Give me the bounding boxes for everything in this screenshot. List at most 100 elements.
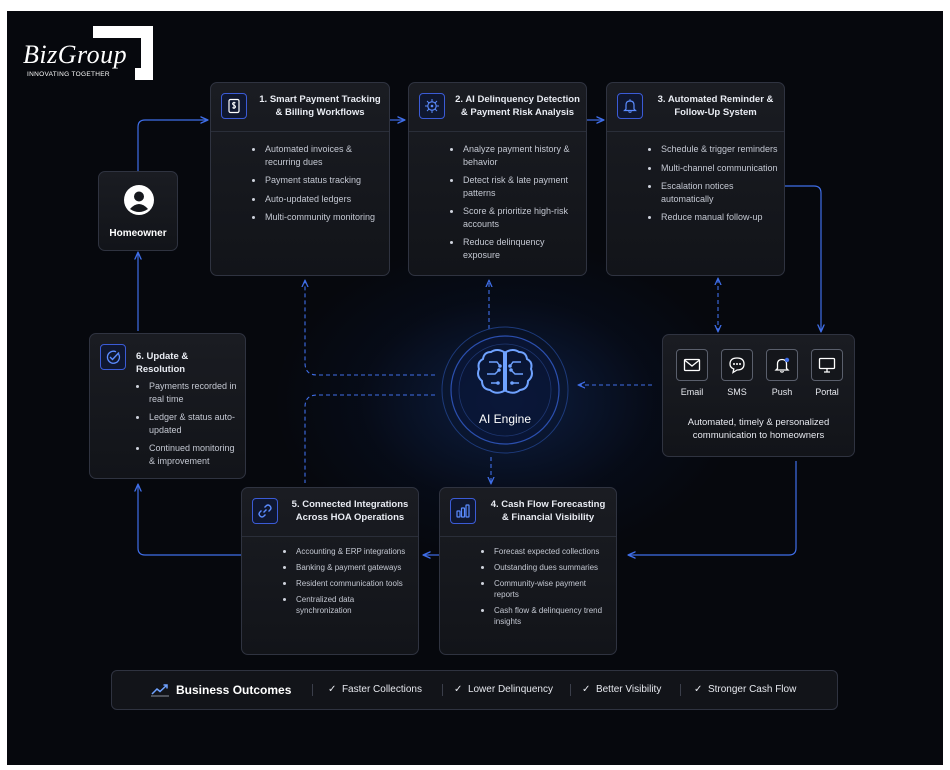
list-item: Automated invoices & recurring dues: [252, 143, 383, 168]
list-item: Reduce delinquency exposure: [450, 236, 580, 261]
step-2-icon-frame: [419, 93, 445, 119]
ai-engine-label: AI Engine: [478, 412, 532, 426]
brain-icon: [477, 349, 533, 394]
step-5-icon-frame: [252, 498, 278, 524]
arrow-step3-to-channels: [785, 185, 821, 331]
list-item: Multi-community monitoring: [252, 211, 383, 224]
step-6-title: 6. Update & Resolution: [136, 351, 189, 375]
channel-push-frame: [766, 349, 798, 381]
step-1-title: 1. Smart Payment Tracking & Billing Work…: [259, 94, 381, 118]
user-avatar-icon: [124, 185, 154, 215]
trend-up-icon: [151, 684, 169, 697]
list-item: Escalation notices automatically: [648, 180, 778, 205]
channel-sms-frame: [721, 349, 753, 381]
channel-push-label: Push: [771, 387, 793, 397]
channel-sms-label: SMS: [727, 387, 747, 397]
outcome-label: Lower Delinquency: [467, 684, 553, 695]
step-1-card: 1. Smart Payment Tracking & Billing Work…: [210, 82, 390, 276]
step-5-title: 5. Connected Integrations Across HOA Ope…: [291, 499, 409, 523]
diagram-canvas: BizGroup INNOVATING TOGETHER Homeowner 1…: [7, 11, 943, 765]
outcome-label: Faster Collections: [341, 684, 422, 695]
logo-frame: [93, 26, 153, 80]
list-item: Payment status tracking: [252, 174, 383, 187]
channels-caption: Automated, timely & personalized communi…: [687, 417, 830, 441]
list-item: Detect risk & late payment patterns: [450, 174, 580, 199]
step-4-bullets: Forecast expected collections Outstandin…: [481, 546, 610, 632]
list-item: Schedule & trigger reminders: [648, 144, 778, 154]
step-4-title: 4. Cash Flow Forecasting & Financial Vis…: [490, 499, 606, 523]
dash-ai-to-step5: [304, 394, 435, 483]
check-circle-icon: [106, 350, 121, 364]
dash-ai-to-step1: [305, 281, 435, 376]
step-3-bullets: Schedule & trigger reminders Multi-chann…: [648, 143, 778, 230]
step-6-icon-frame: [100, 344, 126, 370]
envelope-icon: [683, 358, 701, 372]
logo-wordmark: BizGroup: [23, 40, 128, 69]
ai-engine-node: AI Engine: [427, 324, 583, 460]
outcome-faster-collections: ✓ Faster Collections: [328, 684, 422, 695]
step-6-bullets: Payments recorded in real time Ledger & …: [136, 380, 239, 473]
step-1-icon-frame: [221, 93, 247, 119]
step-3-card: 3. Automated Reminder & Follow-Up System…: [606, 82, 785, 276]
list-item: Score & prioritize high-risk accounts: [450, 205, 580, 230]
channel-portal: Portal: [805, 349, 849, 397]
step-4-header: 4. Cash Flow Forecasting & Financial Vis…: [440, 488, 616, 537]
list-item: Accounting & ERP integrations: [283, 546, 412, 557]
homeowner-label: Homeowner: [109, 228, 167, 239]
list-item: Community-wise payment reports: [481, 578, 610, 600]
bell-icon: [623, 99, 637, 113]
outcome-divider: [312, 684, 313, 696]
arrow-step5-to-step6: [138, 485, 241, 556]
push-bell-icon: [774, 357, 790, 373]
step-2-card: 2. AI Delinquency Detection & Payment Ri…: [408, 82, 587, 276]
outcome-divider: [442, 684, 443, 696]
flow-connectors: [7, 11, 943, 765]
list-item: Outstanding dues summaries: [481, 562, 610, 573]
outcome-divider: [570, 684, 571, 696]
step-5-bullets: Accounting & ERP integrations Banking & …: [283, 546, 412, 621]
step-1-header: 1. Smart Payment Tracking & Billing Work…: [211, 83, 389, 132]
outcome-lower-delinquency: ✓ Lower Delinquency: [454, 684, 553, 695]
list-item: Ledger & status auto-updated: [136, 411, 239, 436]
homeowner-node: Homeowner: [98, 171, 178, 251]
channel-portal-label: Portal: [815, 387, 839, 397]
step-4-card: 4. Cash Flow Forecasting & Financial Vis…: [439, 487, 617, 655]
step-5-header: 5. Connected Integrations Across HOA Ope…: [242, 488, 418, 537]
channel-email-label: Email: [680, 387, 704, 397]
outcome-divider: [680, 684, 681, 696]
step-3-icon-frame: [617, 93, 643, 119]
list-item: Auto-updated ledgers: [252, 193, 383, 206]
chat-bubble-icon: [729, 357, 745, 374]
invoice-dollar-icon: [228, 98, 240, 114]
bar-chart-icon: [456, 504, 470, 518]
step-1-bullets: Automated invoices & recurring dues Paym…: [252, 143, 383, 230]
channel-portal-frame: [811, 349, 843, 381]
list-item: Centralized data synchronization: [283, 594, 412, 616]
step-6-header: 6. Update & Resolution: [90, 334, 245, 382]
list-item: Forecast expected collections: [481, 546, 610, 557]
step-5-card: 5. Connected Integrations Across HOA Ope…: [241, 487, 419, 655]
list-item: Cash flow & delinquency trend insights: [481, 605, 610, 627]
arrow-channels-to-step4: [629, 461, 797, 555]
business-outcomes-bar: Business Outcomes ✓ Faster Collections ✓…: [111, 670, 838, 710]
logo-tagline: INNOVATING TOGETHER: [27, 71, 110, 78]
channel-email-frame: [676, 349, 708, 381]
list-item: Payments recorded in real time: [136, 380, 239, 405]
channel-email: Email: [670, 349, 714, 397]
list-item: Reduce manual follow-up: [648, 211, 778, 224]
list-item: Continued monitoring & improvement: [136, 442, 239, 467]
outcomes-title: Business Outcomes: [176, 683, 292, 697]
arrow-homeowner-to-step1: [137, 120, 207, 171]
list-item: Multi-channel communication: [648, 162, 778, 173]
link-icon: [258, 504, 272, 518]
channel-push: Push: [760, 349, 804, 397]
step-2-bullets: Analyze payment history & behavior Detec…: [450, 143, 580, 267]
outcome-label: Better Visibility: [595, 684, 662, 695]
step-2-header: 2. AI Delinquency Detection & Payment Ri…: [409, 83, 586, 132]
list-item: Resident communication tools: [283, 578, 412, 589]
outcome-label: Stronger Cash Flow: [707, 684, 797, 695]
channel-sms: SMS: [715, 349, 759, 397]
step-6-card: 6. Update & Resolution Payments recorded…: [89, 333, 246, 479]
list-item: Analyze payment history & behavior: [450, 143, 580, 168]
step-3-title: 3. Automated Reminder & Follow-Up System: [657, 94, 774, 118]
